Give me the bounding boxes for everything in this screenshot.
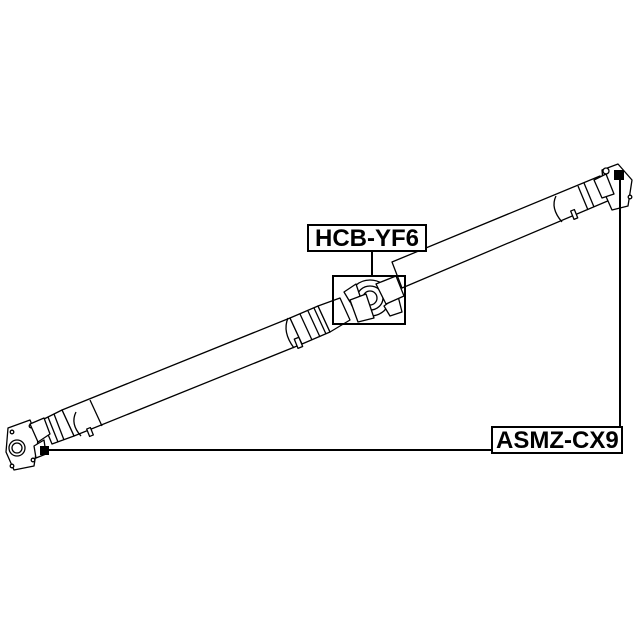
rear-flange-marker: [40, 446, 49, 455]
part-label-flange-joint[interactable]: ASMZ-CX9: [491, 426, 623, 454]
shaft-rear-end: [41, 409, 95, 445]
rear-flange-yoke: [5, 417, 51, 471]
part-label-center-bearing[interactable]: HCB-YF6: [307, 224, 427, 252]
shaft-slip-joint: [289, 297, 351, 345]
front-flange-marker: [614, 170, 624, 180]
center-bearing-assembly: [343, 275, 405, 323]
center-bearing-callout-frame: [332, 275, 406, 325]
shaft-rear-tube: [61, 317, 304, 437]
front-flange-yoke: [593, 163, 633, 211]
